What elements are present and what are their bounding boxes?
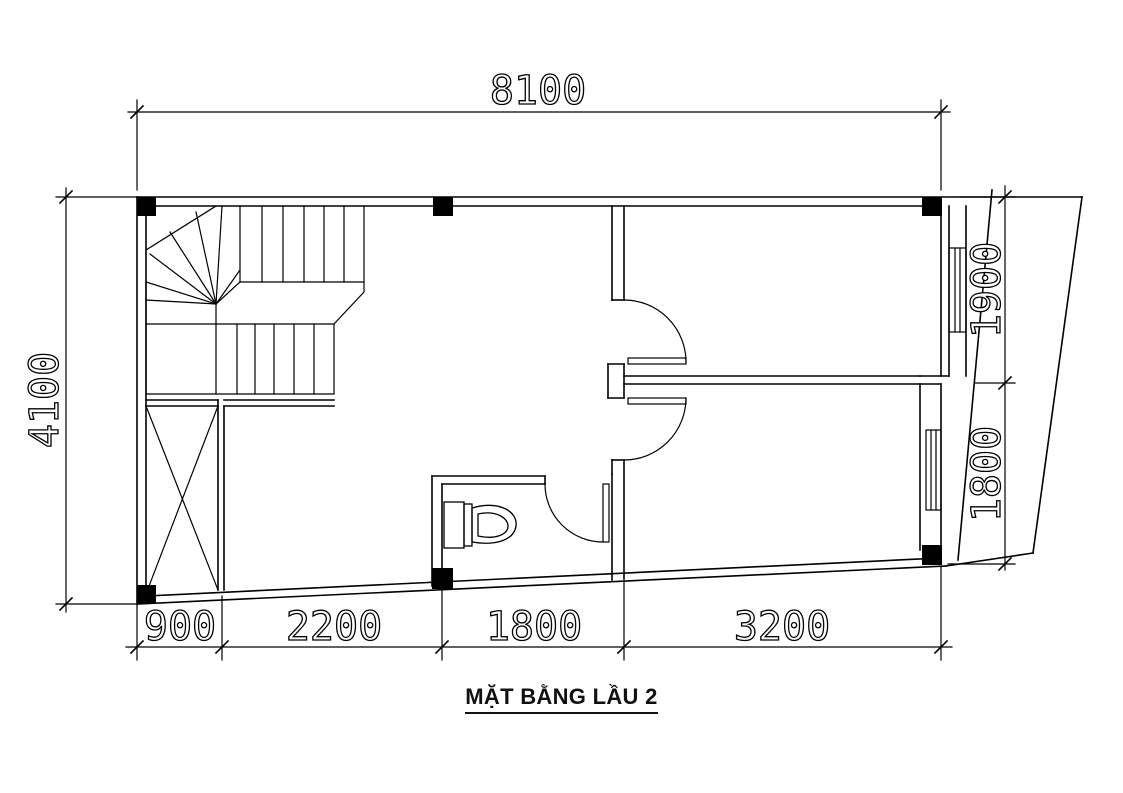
drawing-title-block: MẶT BẰNG LẦU 2 (0, 684, 1123, 714)
dim-right-2: 1800 (964, 426, 1010, 522)
interior-walls (145, 205, 967, 591)
toilet-icon (443, 501, 517, 549)
dim-bottom-3: 1800 (486, 604, 582, 650)
drawing-title: MẶT BẰNG LẦU 2 (465, 684, 658, 714)
staircase (145, 205, 365, 395)
dim-bottom-2: 2200 (286, 604, 382, 650)
windows (925, 247, 967, 511)
dim-right-1: 1900 (964, 242, 1010, 338)
dim-left-total: 4100 (22, 352, 68, 448)
doors (544, 299, 687, 543)
columns (137, 197, 942, 604)
dim-bottom-1: 900 (144, 604, 216, 650)
dimension-bottom (125, 565, 953, 661)
dim-bottom-4: 3200 (734, 604, 830, 650)
dimension-left (55, 187, 139, 613)
dim-top-total: 8100 (490, 68, 586, 114)
dimension-top (127, 99, 951, 191)
void-shaft (145, 405, 219, 595)
